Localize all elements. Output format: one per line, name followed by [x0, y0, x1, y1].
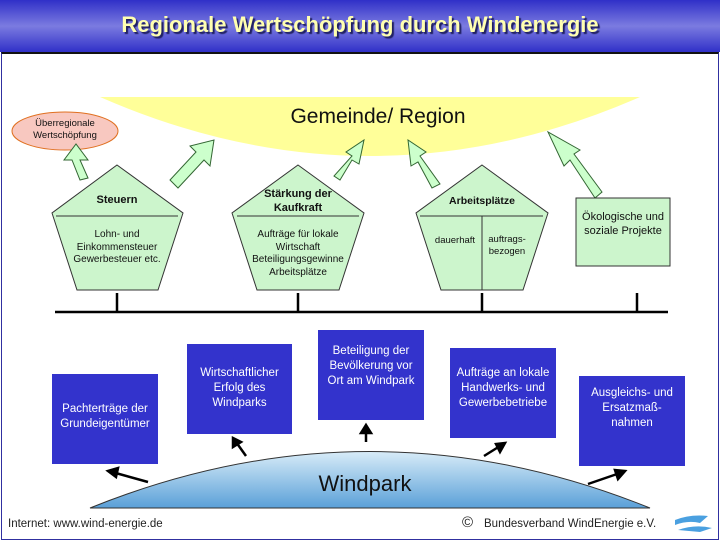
internet-link[interactable]: Internet: www.wind-energie.de — [8, 518, 163, 530]
arrow-icon — [407, 138, 441, 189]
bwe-logo-icon — [675, 515, 712, 532]
slide-title: Regionale Wertschöpfung durch Windenergi… — [121, 12, 599, 37]
box-pacht: Pachterträge der Grundeigentümer — [52, 374, 158, 464]
title-bar: Regionale Wertschöpfung durch Windenergi… — [0, 0, 720, 52]
box-auftraege: Aufträge an lokale Handwerks- und Gewerb… — [450, 348, 556, 438]
box-ausgleich: Ausgleichs- und Ersatzmaß-nahmen — [579, 376, 685, 466]
steuern-heading: Steuern — [96, 194, 138, 206]
steuern-body: Lohn- und Einkommensteuer Gewerbesteuer … — [73, 229, 161, 265]
arbeit-heading: Arbeitsplätze — [449, 195, 515, 207]
eco-label: Ökologische und soziale Projekte — [582, 211, 664, 237]
arrow-icon — [63, 143, 89, 181]
supra-label: Überregionale Wertschöpfung — [33, 118, 97, 141]
pentagon-kaufkraft — [231, 164, 365, 291]
windpark-label: Windpark — [318, 471, 412, 496]
supra-ellipse — [11, 111, 119, 151]
eco-box — [575, 197, 671, 267]
copyright-icon: © — [462, 514, 474, 531]
arrow-icon — [169, 139, 215, 189]
arbeit-right: auftrags-bezogen — [488, 234, 526, 257]
region-label: Gemeinde/ Region — [290, 105, 466, 128]
org-name: Bundesverband WindEnergie e.V. — [484, 518, 657, 530]
windpark-dome — [89, 451, 651, 509]
arrow-icon — [333, 138, 365, 181]
region-sun — [100, 97, 640, 156]
arrow-icon — [546, 130, 603, 199]
kaufkraft-body: Aufträge für lokale Wirtschaft Beteiligu… — [252, 229, 344, 278]
pentagon-steuern — [51, 164, 184, 291]
box-beteiligung: Beteiligung der Bevölkerung vor Ort am W… — [318, 330, 424, 420]
kaufkraft-heading: Stärkung der Kaufkraft — [264, 188, 332, 214]
box-erfolg: Wirtschaftlicher Erfolg des Windparks — [187, 344, 292, 434]
arbeit-left: dauerhaft — [434, 235, 476, 246]
